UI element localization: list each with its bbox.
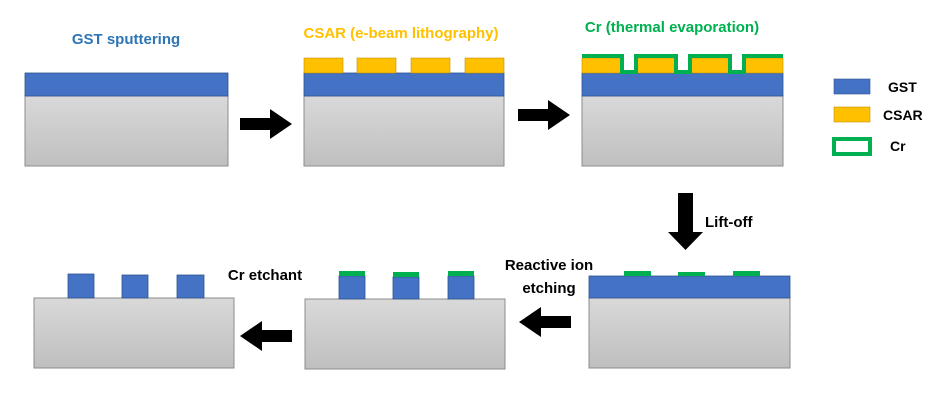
stack-after-lift-off	[588, 271, 791, 369]
gst-pillar	[447, 275, 475, 300]
down-arrow-icon	[668, 193, 703, 250]
legend-label-gst: GST	[888, 79, 917, 95]
csar-block	[689, 57, 730, 74]
right-arrow-icon	[518, 100, 570, 130]
legend-label-cr: Cr	[890, 138, 906, 154]
left-arrow-icon	[240, 321, 292, 351]
csar-block	[303, 57, 344, 74]
csar-block	[464, 57, 505, 74]
cr-layer	[582, 54, 783, 74]
gst-pillar	[392, 276, 420, 300]
legend-label-csar: CSAR	[883, 107, 923, 123]
substrate	[33, 297, 235, 369]
substrate	[303, 95, 505, 167]
label-lift-off: Lift-off	[705, 214, 753, 231]
label-cr-etchant: Cr etchant	[228, 267, 302, 284]
gst-layer	[24, 72, 229, 97]
stack-final	[33, 273, 235, 369]
gst-layer	[303, 72, 505, 97]
gst-pillar	[338, 275, 366, 300]
csar-block	[635, 57, 676, 74]
cr-mask	[624, 271, 651, 276]
gst-pillar	[67, 273, 95, 299]
legend-swatch-csar	[833, 106, 871, 123]
gst-pillar	[121, 274, 149, 299]
cr-mask	[678, 272, 705, 276]
stack-csar-lithography	[303, 57, 505, 167]
cr-mask	[339, 271, 365, 276]
gst-pillar	[176, 274, 205, 299]
stack-gst-sputtering	[24, 72, 229, 167]
csar-block	[356, 57, 397, 74]
right-arrow-icon	[240, 109, 292, 139]
gst-layer	[588, 275, 791, 299]
legend-swatch-cr	[832, 137, 872, 156]
left-arrow-icon	[519, 307, 571, 337]
substrate	[581, 95, 784, 167]
cr-mask	[733, 271, 760, 276]
csar-block	[410, 57, 451, 74]
cr-mask	[393, 272, 419, 277]
label-reactive-ion-etching-line2: etching	[522, 280, 575, 297]
cr-mask	[448, 271, 474, 276]
gst-layer	[581, 72, 784, 97]
legend-swatch-gst	[833, 78, 871, 95]
substrate	[24, 95, 229, 167]
csar-block	[743, 57, 784, 74]
substrate	[588, 297, 791, 369]
substrate	[304, 298, 506, 370]
label-cr-evaporation: Cr (thermal evaporation)	[585, 19, 759, 36]
label-gst-sputtering: GST sputtering	[72, 31, 180, 48]
legend: GST CSAR Cr	[832, 78, 923, 156]
label-csar-lithography: CSAR (e-beam lithography)	[303, 25, 498, 42]
stack-after-rie	[304, 271, 506, 370]
csar-block	[581, 57, 622, 74]
label-reactive-ion-etching-line1: Reactive ion	[505, 257, 593, 274]
stack-cr-evaporation	[581, 54, 784, 167]
